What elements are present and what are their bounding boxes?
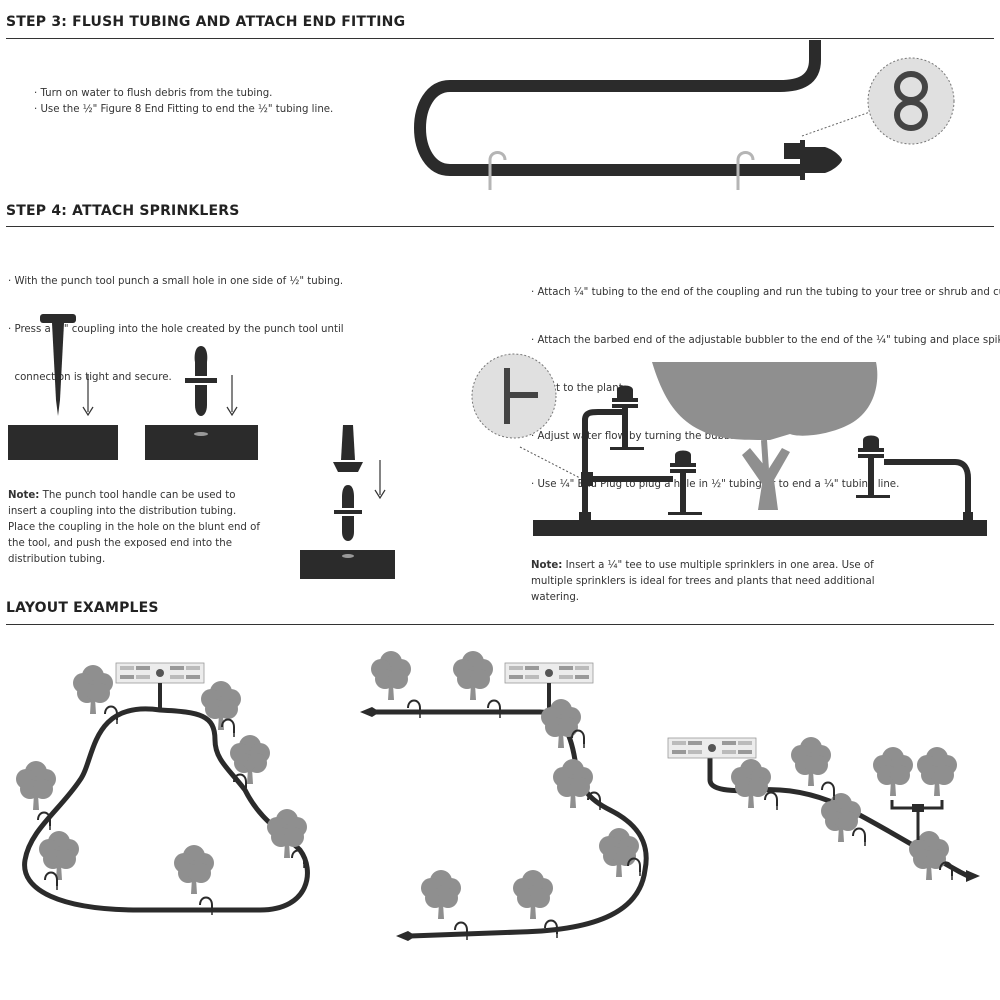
note-punch-tool: Note: The punch tool handle can be used …: [8, 488, 266, 568]
note-text: The punch tool handle can be used to ins…: [8, 490, 260, 565]
step4-heading: STEP 4: ATTACH SPRINKLERS: [6, 203, 240, 219]
step3-heading: STEP 3: FLUSH TUBING AND ATTACH END FITT…: [6, 14, 406, 30]
tubing-cross-section: [8, 425, 118, 460]
step3-bullet: · Use the ½" Figure 8 End Fitting to end…: [34, 104, 334, 115]
punch-tool-icon: [40, 314, 76, 416]
tree-icon: [199, 679, 243, 732]
step4-right-bullet: · Attach ¼" tubing to the end of the cou…: [531, 287, 1000, 298]
step4-right-instructions: · Attach ¼" tubing to the end of the cou…: [531, 253, 1000, 509]
layout-divider: [6, 624, 994, 625]
tree-icon: [871, 745, 915, 798]
tree-icon: [729, 757, 773, 810]
tree-icon: [551, 757, 595, 810]
faucet-assembly-icon: [115, 662, 205, 684]
layout-example-1: [14, 662, 310, 916]
step3-instructions: · Turn on water to flush debris from the…: [34, 86, 394, 118]
tree-icon: [597, 826, 641, 879]
note-label: Note:: [531, 560, 563, 571]
note-text: Insert a ¼" tee to use multiple sprinkle…: [531, 560, 875, 603]
tree-icon: [915, 745, 959, 798]
tree-icon: [511, 868, 555, 921]
coupling-icon: [185, 346, 217, 416]
tree-icon: [14, 759, 58, 812]
bubbler-icon: [856, 435, 890, 498]
sprinkler-scene: [471, 353, 987, 536]
tree-icon: [369, 649, 413, 702]
tree-icon: [37, 829, 81, 882]
step4-left-bullet: connection is tight and secure.: [8, 372, 172, 383]
layout-heading: LAYOUT EXAMPLES: [6, 600, 159, 616]
faucet-assembly-icon: [667, 737, 757, 759]
tree-icon: [451, 649, 495, 702]
end-cap-icon: [966, 870, 980, 882]
layout-example-3: [667, 735, 980, 882]
step4-divider: [6, 226, 994, 227]
step4-right-bullet: · Attach the barbed end of the adjustabl…: [531, 335, 1000, 346]
step3-bullet: · Turn on water to flush debris from the…: [34, 88, 273, 99]
tree-icon: [419, 868, 463, 921]
note-label: Note:: [8, 490, 40, 501]
end-cap-icon: [360, 707, 380, 717]
note-tee: Note: Insert a ¼" tee to use multiple sp…: [531, 558, 911, 606]
bubbler-icon: [668, 450, 702, 515]
tree-icon: [789, 735, 833, 788]
tree-icon: [907, 829, 951, 882]
layout-example-2: [360, 649, 649, 941]
faucet-assembly-icon: [504, 662, 594, 684]
step3-tubing-diagram: [414, 40, 955, 190]
step4-left-bullet: · With the punch tool punch a small hole…: [8, 276, 344, 287]
end-cap-icon: [396, 931, 416, 941]
tree-icon: [71, 663, 115, 716]
tree-icon: [172, 843, 216, 896]
tubing-cross-section: [145, 425, 258, 460]
punch-tool-with-coupling: [333, 425, 363, 541]
step3-divider: [6, 38, 994, 39]
bubbler-icon: [610, 385, 644, 450]
